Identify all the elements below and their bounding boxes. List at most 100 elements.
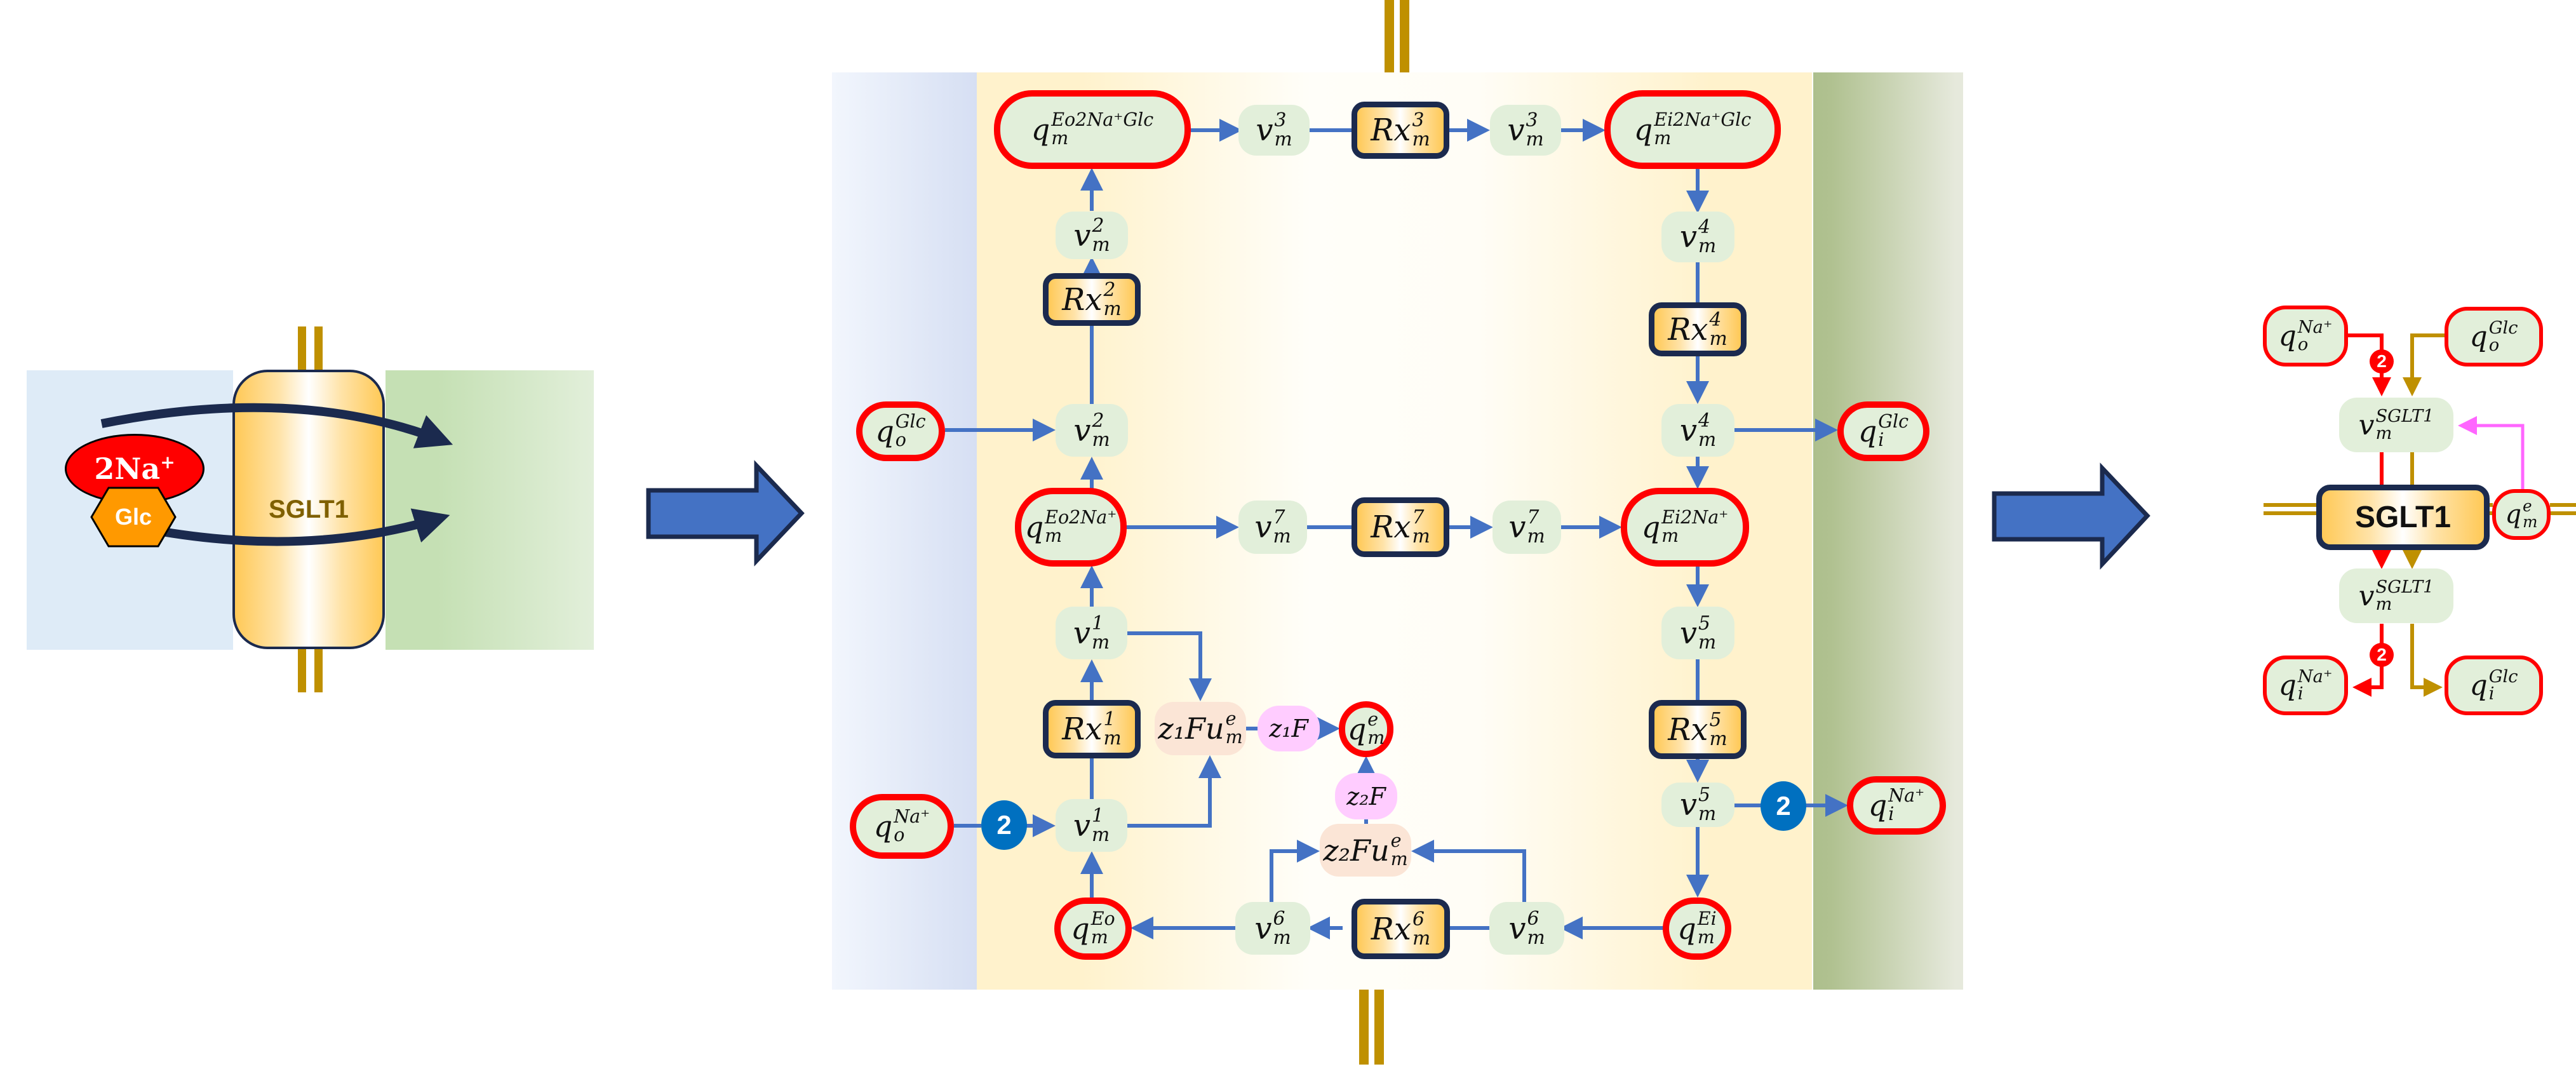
flux-subscript: m xyxy=(1698,428,1717,451)
reduced-sglt1-label: SGLT1 xyxy=(2354,501,2452,534)
reduced-stoichiometry-badge-in: 2 xyxy=(2370,349,2394,373)
state-symbol: q xyxy=(1024,510,1044,544)
flux-subscript: m xyxy=(2375,424,2392,443)
flux-symbol: v xyxy=(1679,787,1697,823)
state-symbol: q xyxy=(1677,911,1696,946)
reaction-superscript: 7 xyxy=(1412,506,1425,529)
flux-superscript: 7 xyxy=(1273,506,1285,529)
reaction-symbol: Rx xyxy=(1371,112,1411,148)
state-subscript: i xyxy=(1878,429,1884,450)
state-symbol: q xyxy=(1347,712,1367,746)
state-subscript: m xyxy=(1051,128,1069,149)
reduced-sglt1-reaction: SGLT1 xyxy=(2316,485,2490,550)
detailed-membrane-bottom xyxy=(1359,990,1369,1065)
flux-symbol: v xyxy=(1254,910,1272,946)
flux-superscript: SGLT1 xyxy=(2375,577,2434,597)
cartoon-glucose-hexagon xyxy=(90,487,177,548)
potential-symbol: z₂Fu xyxy=(1323,833,1390,868)
bond-v1-to-z1fu xyxy=(1127,631,1212,701)
state-subscript: m xyxy=(1697,927,1715,948)
state-subscript: m xyxy=(1090,927,1108,948)
flux-subscript: m xyxy=(1274,128,1292,151)
reaction-subscript: m xyxy=(1412,927,1431,950)
flux-symbol: v xyxy=(1679,219,1697,255)
flux-symbol: v xyxy=(2358,408,2375,441)
cartoon-sglt1-label: SGLT1 xyxy=(269,495,349,523)
flux-symbol: v xyxy=(1507,112,1525,148)
charge-z1f: z₁F xyxy=(1258,706,1320,751)
reaction-symbol: Rx xyxy=(1668,311,1708,347)
reaction-superscript: 3 xyxy=(1412,109,1425,132)
state-symbol: q xyxy=(1071,911,1090,946)
flux-superscript: 2 xyxy=(1092,214,1104,237)
state-superscript: Ei2Na⁺Glc xyxy=(1654,109,1752,131)
charge-label: z₁F xyxy=(1269,715,1308,743)
flux-superscript: 6 xyxy=(1273,907,1285,930)
state-superscript: Glc xyxy=(2488,318,2518,338)
detailed-membrane-top-2 xyxy=(1400,0,1409,72)
state-superscript: Glc xyxy=(1878,411,1909,433)
flux-symbol: v xyxy=(1679,615,1697,651)
state-symbol: q xyxy=(1858,414,1877,448)
reaction-symbol: Rx xyxy=(1062,711,1103,747)
reaction-symbol: Rx xyxy=(1371,509,1411,545)
cartoon-membrane-top xyxy=(298,326,306,371)
state-subscript: i xyxy=(2488,684,2495,704)
state-superscript: Na⁺ xyxy=(1888,785,1925,807)
flux-subscript: m xyxy=(1527,525,1545,548)
charge-label: z₂F xyxy=(1346,782,1386,810)
state-symbol: q xyxy=(2278,319,2297,353)
flux-subscript: m xyxy=(1698,803,1717,825)
flux-subscript: m xyxy=(1092,428,1110,451)
reduced-membrane xyxy=(2264,503,2576,515)
state-symbol: q xyxy=(2278,669,2297,702)
state-symbol: q xyxy=(2505,500,2522,529)
reaction-subscript: m xyxy=(1709,727,1727,750)
state-superscript: Ei xyxy=(1697,908,1717,930)
reduced-stoichiometry-badge-out: 2 xyxy=(2370,643,2394,667)
flux-subscript: m xyxy=(1273,525,1291,548)
state-subscript: i xyxy=(1888,804,1895,824)
state-superscript: Glc xyxy=(2488,666,2518,687)
